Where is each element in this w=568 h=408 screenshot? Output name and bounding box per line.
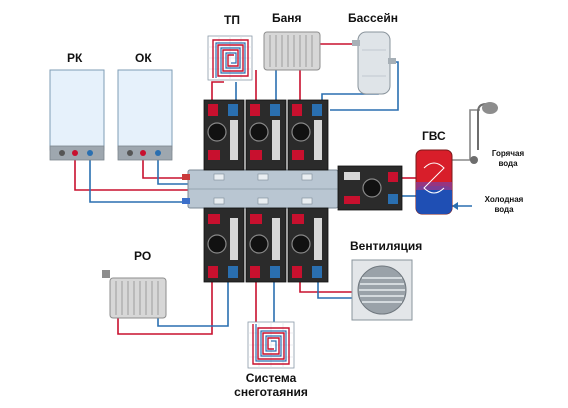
label-cold-water-line1: Холодная bbox=[476, 196, 532, 205]
pipe-ok-cold bbox=[158, 160, 190, 184]
heat-exchanger-icon bbox=[352, 32, 396, 94]
pump-module-bottom-2 bbox=[246, 208, 286, 282]
pipe-vent-cold bbox=[318, 282, 352, 298]
label-tp: ТП bbox=[224, 14, 240, 27]
pipe-hotwater-out bbox=[452, 110, 480, 160]
pipe-vent-hot bbox=[300, 282, 352, 292]
label-hot-water-line1: Горячая bbox=[484, 150, 532, 159]
water-heater-tank-icon bbox=[416, 150, 452, 214]
pump-module-gvs bbox=[338, 166, 402, 210]
pipe-rk-cold bbox=[90, 160, 190, 202]
radiator-ro bbox=[102, 270, 166, 318]
label-ok: ОК bbox=[135, 52, 152, 65]
hydraulic-manifold bbox=[182, 170, 338, 208]
label-cold-water-line2: вода bbox=[476, 206, 532, 215]
snow-melting-coil-icon bbox=[248, 322, 294, 368]
label-ventilyatsiya: Вентиляция bbox=[350, 240, 422, 253]
boiler-ok bbox=[118, 70, 172, 160]
boiler-rk bbox=[50, 70, 104, 160]
pump-module-top-3 bbox=[288, 100, 328, 170]
label-snow-line2: снеготаяния bbox=[226, 386, 316, 399]
pump-module-top-1 bbox=[204, 100, 244, 170]
label-rk: РК bbox=[67, 52, 82, 65]
label-snow-line1: Система bbox=[236, 372, 306, 385]
label-hot-water-line2: вода bbox=[484, 160, 532, 169]
label-gvs: ГВС bbox=[422, 130, 446, 143]
ventilation-fan-icon bbox=[352, 260, 412, 320]
pipe-ro-cold bbox=[158, 282, 228, 326]
label-banya: Баня bbox=[272, 12, 302, 25]
label-basseyn: Бассейн bbox=[348, 12, 398, 25]
floor-heating-coil-icon bbox=[208, 36, 252, 80]
label-ro: РО bbox=[134, 250, 151, 263]
pump-module-top-2 bbox=[246, 100, 286, 170]
arrow-coldwater-in bbox=[452, 202, 458, 210]
pipe-tp-hot bbox=[212, 82, 224, 100]
pump-module-bottom-3 bbox=[288, 208, 328, 282]
pipe-rk-hot bbox=[75, 160, 190, 190]
pump-module-bottom-1 bbox=[204, 208, 244, 282]
radiator-banya bbox=[264, 32, 320, 70]
